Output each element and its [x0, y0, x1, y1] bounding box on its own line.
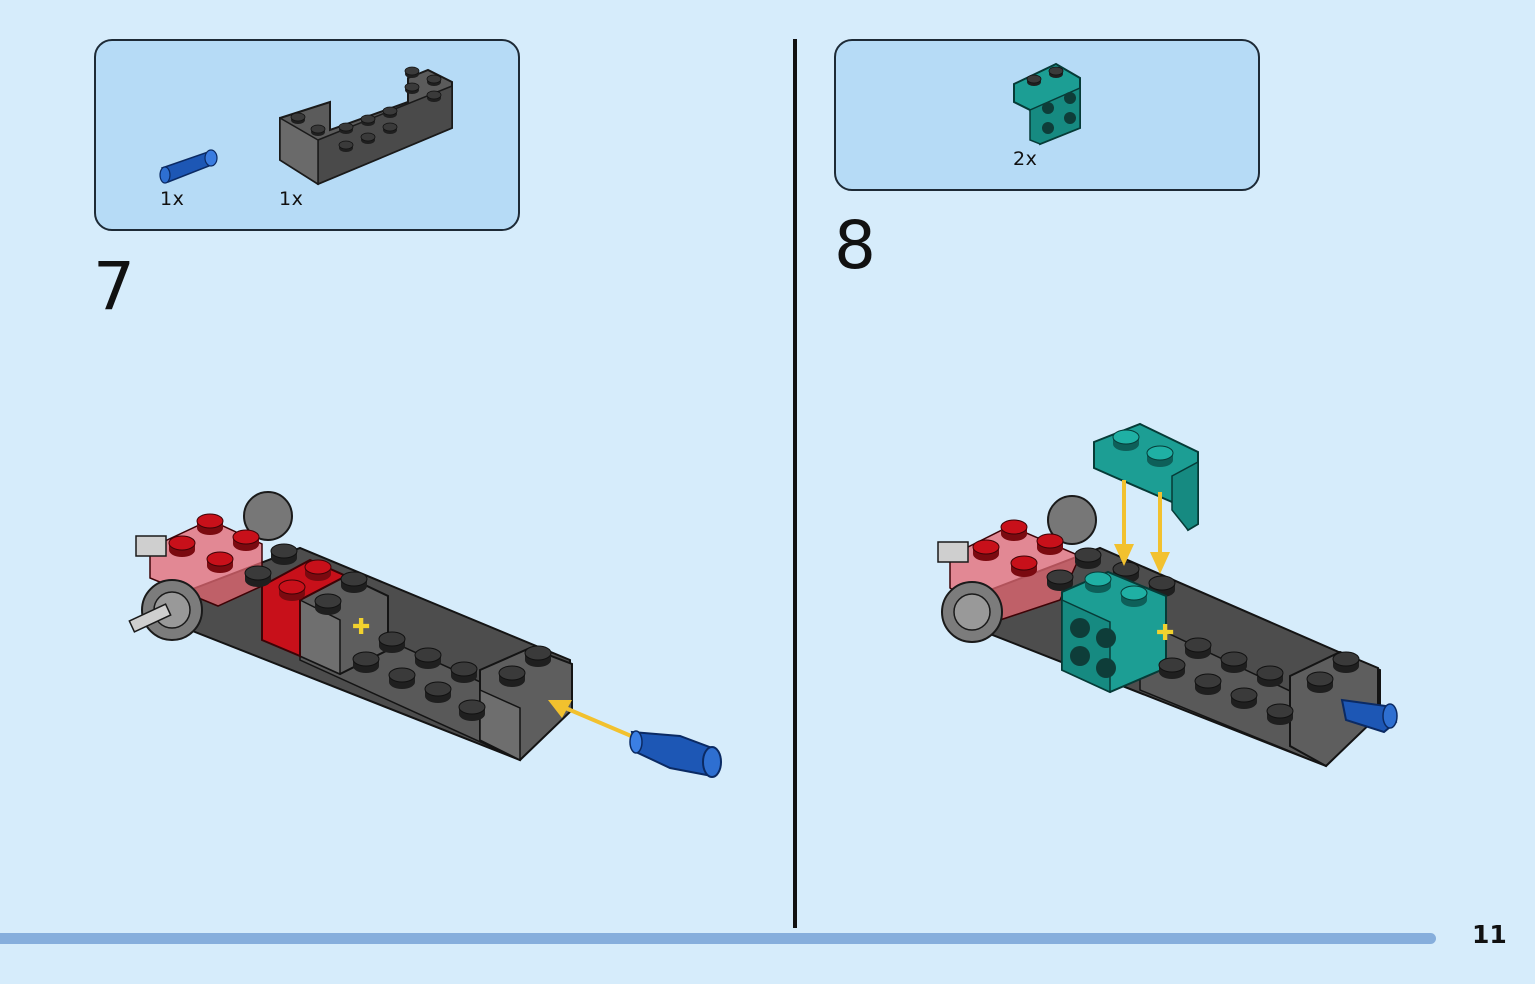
- step7-part2-qty: 1x: [279, 188, 304, 210]
- teal-bracket-icon: [1013, 62, 1081, 146]
- progress-bar: [0, 933, 1436, 944]
- blue-pin-icon: [159, 149, 218, 184]
- step8-model: ✚: [937, 422, 1398, 768]
- progress-fill: [0, 933, 1436, 944]
- step8-number: 8: [834, 207, 876, 284]
- step8-part1-qty: 2x: [1013, 148, 1038, 170]
- step7-number: 7: [93, 248, 135, 325]
- page-divider: [793, 39, 797, 928]
- page-number: 11: [1472, 920, 1507, 949]
- svg-text:✚: ✚: [352, 615, 370, 640]
- gray-u-brick-icon: [279, 66, 453, 186]
- svg-text:✚: ✚: [1156, 621, 1174, 646]
- step7-model: ✚: [128, 491, 722, 778]
- step7-part1-qty: 1x: [160, 188, 185, 210]
